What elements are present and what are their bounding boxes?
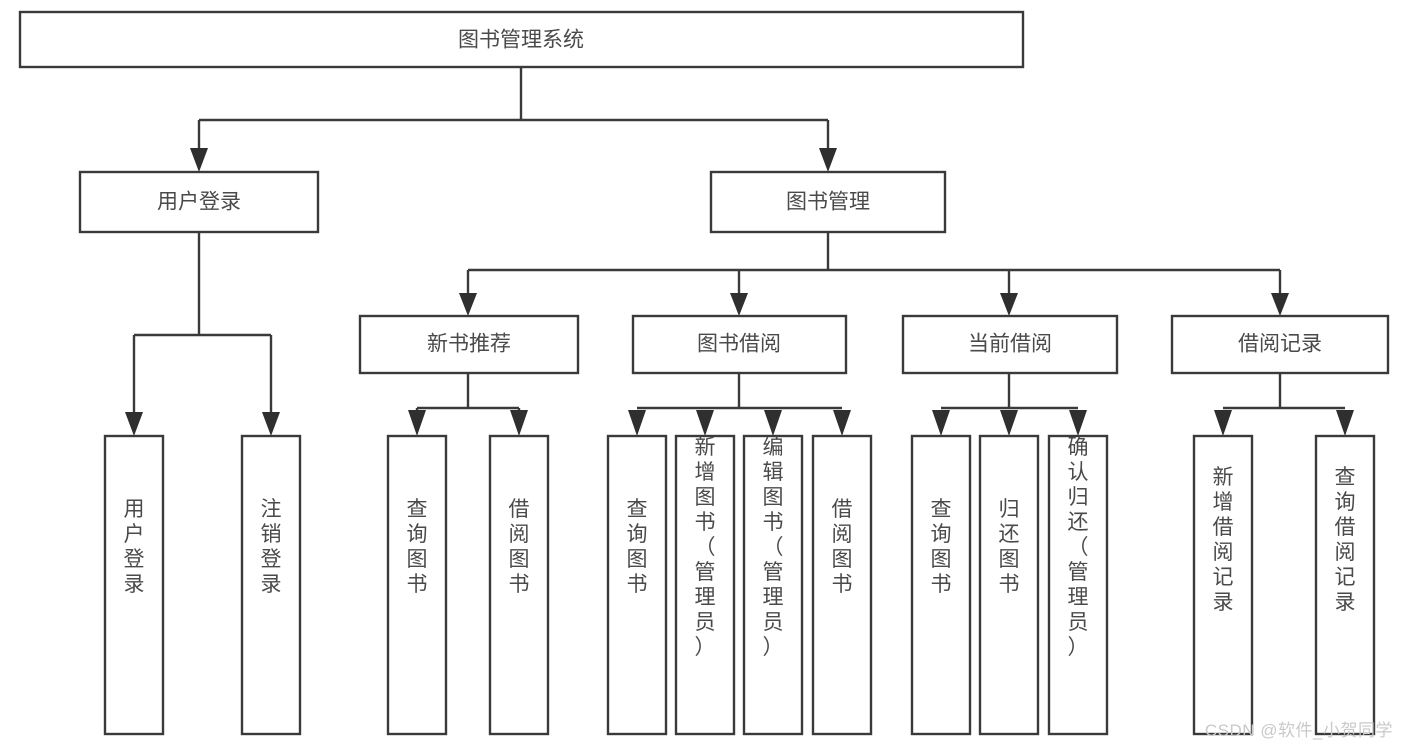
arrowhead-leaf-edit-book [764, 410, 782, 436]
node-current-borrow[interactable]: 当前借阅 [901, 314, 1119, 375]
node-book-manage-label: 图书管理 [786, 191, 870, 214]
arrowhead-leaf-query-record [1336, 410, 1354, 436]
arrowhead-leaf-confirm-return [1069, 410, 1087, 436]
node-leaf-query-book-1-box[interactable] [386, 434, 448, 736]
arrowhead-leaf-borrow-book-1 [510, 410, 528, 436]
node-current-borrow-box[interactable] [901, 314, 1119, 375]
node-leaf-add-book[interactable]: 新增图书（管理员） [674, 434, 736, 736]
node-leaf-query-book-2[interactable]: 查询图书 [606, 434, 668, 736]
node-leaf-query-record-box[interactable] [1314, 434, 1376, 736]
node-leaf-borrow-book-1-box[interactable] [488, 434, 550, 736]
node-leaf-add-record[interactable]: 新增借阅记录 [1192, 434, 1254, 736]
node-borrow-record-label: 借阅记录 [1238, 333, 1322, 356]
node-book-manage[interactable]: 图书管理 [709, 170, 947, 234]
arrowhead-book-borrow [730, 293, 748, 316]
node-borrow-record[interactable]: 借阅记录 [1170, 314, 1390, 375]
connector-group-root [190, 67, 837, 172]
node-user-login[interactable]: 用户登录 [78, 170, 320, 234]
node-leaf-user-login[interactable]: 用户登录 [103, 434, 165, 736]
node-leaf-query-book-3-label: 查询图书 [931, 498, 952, 596]
node-leaf-query-book-3-box[interactable] [910, 434, 972, 736]
node-leaf-query-book-3[interactable]: 查询图书 [910, 434, 972, 736]
node-leaf-confirm-return-box[interactable] [1047, 434, 1109, 736]
arrowhead-leaf-add-record [1214, 410, 1232, 436]
node-leaf-edit-book-label: 编辑图书（管理员） [763, 436, 784, 659]
node-leaf-confirm-return[interactable]: 确认归还（管理员） [1047, 434, 1109, 736]
node-leaf-borrow-book-2[interactable]: 借阅图书 [811, 434, 873, 736]
arrowhead-leaf-query-book-1 [408, 410, 426, 436]
connector-group-borrow-record [1214, 373, 1354, 436]
node-book-borrow-label: 图书借阅 [697, 333, 781, 356]
node-new-book-recommend-box[interactable] [358, 314, 580, 375]
connector-group-new-book-recommend [408, 373, 528, 436]
arrowhead-leaf-add-book [696, 410, 714, 436]
node-leaf-add-record-box[interactable] [1192, 434, 1254, 736]
arrowhead-leaf-user-login [125, 412, 143, 436]
node-root-label: 图书管理系统 [458, 29, 584, 52]
node-leaf-add-record-label: 新增借阅记录 [1213, 466, 1234, 614]
node-new-book-recommend-label: 新书推荐 [427, 333, 511, 356]
connector-group-book-manage [459, 232, 1289, 316]
connector-group-user-login [125, 232, 280, 436]
node-leaf-edit-book[interactable]: 编辑图书（管理员） [742, 434, 804, 736]
arrowhead-new-book-recommend [459, 293, 477, 316]
node-leaf-return-book-box[interactable] [978, 434, 1040, 736]
node-book-borrow[interactable]: 图书借阅 [631, 314, 848, 375]
node-borrow-record-box[interactable] [1170, 314, 1390, 375]
arrowhead-leaf-borrow-book-2 [833, 410, 851, 436]
node-leaf-borrow-book-2-label: 借阅图书 [832, 498, 853, 596]
arrowhead-book-manage [819, 148, 837, 172]
node-book-borrow-box[interactable] [631, 314, 848, 375]
node-leaf-borrow-book-1-label: 借阅图书 [509, 498, 530, 596]
node-leaf-logout-login-box[interactable] [240, 434, 302, 736]
node-leaf-logout-login[interactable]: 注销登录 [240, 434, 302, 736]
node-leaf-user-login-box[interactable] [103, 434, 165, 736]
node-leaf-borrow-book-1[interactable]: 借阅图书 [488, 434, 550, 736]
node-user-login-label: 用户登录 [157, 191, 241, 214]
node-leaf-add-book-box[interactable] [674, 434, 736, 736]
node-leaf-confirm-return-label: 确认归还（管理员） [1068, 436, 1089, 659]
node-leaf-query-record-label: 查询借阅记录 [1335, 466, 1356, 614]
node-leaf-query-book-1[interactable]: 查询图书 [386, 434, 448, 736]
node-book-manage-box[interactable] [709, 170, 947, 234]
node-leaf-logout-login-label: 注销登录 [261, 498, 282, 596]
arrowhead-leaf-query-book-2 [628, 410, 646, 436]
arrowhead-leaf-logout-login [262, 412, 280, 436]
node-user-login-box[interactable] [78, 170, 320, 234]
node-leaf-add-book-label: 新增图书（管理员） [695, 436, 716, 659]
connector-group-current-borrow [932, 373, 1087, 436]
arrowhead-user-login [190, 148, 208, 172]
node-leaf-borrow-book-2-box[interactable] [811, 434, 873, 736]
node-leaf-return-book-label: 归还图书 [999, 498, 1020, 596]
arrowhead-leaf-query-book-3 [932, 410, 950, 436]
arrowhead-borrow-record [1271, 293, 1289, 316]
node-root[interactable]: 图书管理系统 [18, 10, 1025, 69]
node-leaf-edit-book-box[interactable] [742, 434, 804, 736]
node-new-book-recommend[interactable]: 新书推荐 [358, 314, 580, 375]
node-current-borrow-label: 当前借阅 [968, 333, 1052, 356]
node-leaf-return-book[interactable]: 归还图书 [978, 434, 1040, 736]
arrowhead-leaf-return-book [1000, 410, 1018, 436]
node-leaf-query-book-2-box[interactable] [606, 434, 668, 736]
node-root-box[interactable] [18, 10, 1025, 69]
arrowhead-current-borrow [1000, 293, 1018, 316]
connector-group-book-borrow [628, 373, 851, 436]
node-leaf-query-record[interactable]: 查询借阅记录 [1314, 434, 1376, 736]
node-leaf-query-book-1-label: 查询图书 [407, 498, 428, 596]
node-leaf-query-book-2-label: 查询图书 [627, 498, 648, 596]
node-leaf-user-login-label: 用户登录 [124, 498, 145, 596]
